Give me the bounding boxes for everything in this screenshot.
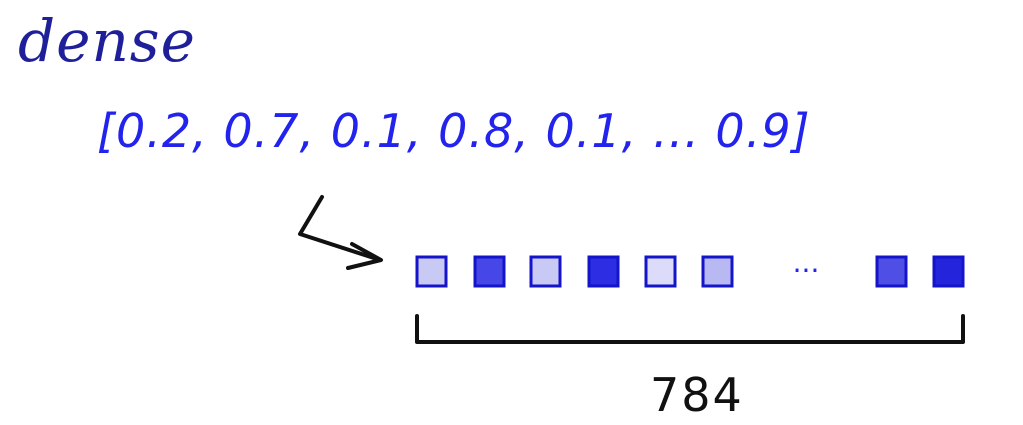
vector-cell (587, 255, 620, 288)
vector-cell (875, 255, 908, 288)
vector-cell (415, 255, 448, 288)
arrow (298, 195, 383, 270)
arrow-shaft (298, 195, 382, 262)
vector-cells (415, 255, 965, 288)
vector-cell (932, 255, 965, 288)
vector-cell (473, 255, 506, 288)
vector-length-label: 784 (650, 368, 744, 422)
length-bracket (415, 314, 965, 344)
vector-cell (701, 255, 734, 288)
vector-cell (529, 255, 562, 288)
arrowhead (346, 242, 383, 270)
vector-cell (644, 255, 677, 288)
vector-values: [0.2, 0.7, 0.1, 0.8, 0.1, ... 0.9] (97, 104, 811, 158)
diagram-title: dense (18, 7, 196, 75)
cell-ellipsis: ... (793, 246, 820, 279)
